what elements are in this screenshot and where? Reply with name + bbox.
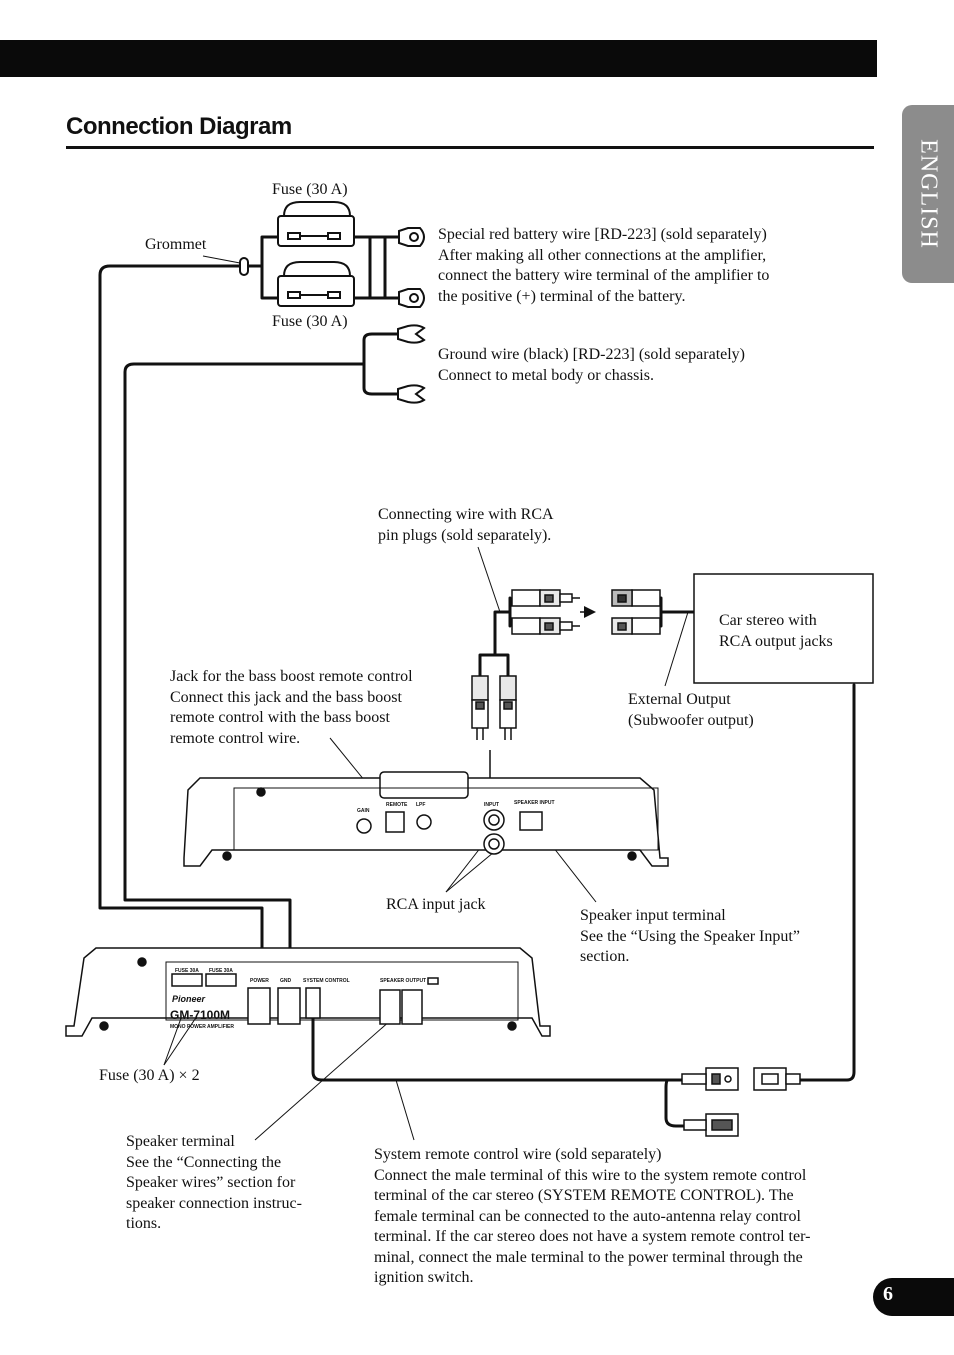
car-stereo-box xyxy=(693,573,874,684)
car-stereo-label: Car stereo with RCA output jacks xyxy=(719,612,833,650)
system-remote-wire xyxy=(311,1013,684,1082)
rca-plug-icon xyxy=(511,589,661,635)
gnd-label: GND xyxy=(280,978,292,984)
page-title: Connection Diagram xyxy=(66,113,292,140)
battery-wire-right xyxy=(350,235,372,300)
page-number-badge: 6 xyxy=(873,1278,954,1316)
amplifier-output-panel xyxy=(65,947,551,1037)
brand-logo: Pioneer xyxy=(172,994,206,1004)
title-rule xyxy=(66,146,874,149)
fuse-30a-label: FUSE 30A xyxy=(209,968,233,974)
rca-wire xyxy=(478,596,512,678)
battery-wire-upper xyxy=(246,235,282,268)
spade-terminal-icon xyxy=(397,324,426,404)
battery-wire xyxy=(98,264,264,987)
ground-wire xyxy=(123,362,366,987)
remote-label: REMOTE xyxy=(386,802,408,808)
speaker-input-label: SPEAKER INPUT xyxy=(514,800,555,806)
fuse-top xyxy=(277,201,355,247)
page-number: 6 xyxy=(883,1283,893,1305)
lpf-label: LPF xyxy=(416,802,425,808)
fuse-bottom-label: Fuse (30 A) xyxy=(272,313,348,330)
gain-label: GAIN xyxy=(357,808,370,814)
power-label: POWER xyxy=(250,978,269,984)
fuse-x2-label: Fuse (30 A) × 2 xyxy=(99,1067,200,1084)
speaker-output-label: SPEAKER OUTPUT xyxy=(380,978,426,984)
rca-input-jack-label: RCA input jack xyxy=(386,896,486,913)
rca-plug-vertical-icon xyxy=(471,675,517,740)
model-label: GM-7100M xyxy=(170,1008,230,1022)
system-control-label: SYSTEM CONTROL xyxy=(303,978,350,984)
language-tab: ENGLISH xyxy=(902,105,954,283)
male-terminal-icon xyxy=(681,1067,739,1091)
amplifier-input-panel xyxy=(183,771,669,867)
bass-boost-jack-label: Jack for the bass boost remote control C… xyxy=(170,668,413,747)
speaker-input-terminal-label: Speaker input terminal See the “Using th… xyxy=(580,907,800,965)
input-label: INPUT xyxy=(484,802,499,808)
male-terminal-icon xyxy=(683,1113,739,1137)
system-remote-label: System remote control wire (sold separat… xyxy=(374,1146,811,1286)
fuse-bottom xyxy=(277,261,355,307)
fuse-top-label: Fuse (30 A) xyxy=(272,181,348,198)
grommet-icon xyxy=(239,257,249,276)
model-sub-label: MONO POWER AMPLIFIER xyxy=(170,1024,234,1030)
header-bar xyxy=(0,40,877,77)
grommet-label: Grommet xyxy=(145,236,207,253)
female-terminal-icon xyxy=(753,1067,801,1091)
ground-wire-label: Ground wire (black) [RD-223] (sold separ… xyxy=(438,346,746,384)
battery-wire-label: Special red battery wire [RD-223] (sold … xyxy=(438,226,770,305)
speaker-terminal-label: Speaker terminal See the “Connecting the… xyxy=(126,1133,302,1232)
external-output-label: External Output (Subwoofer output) xyxy=(628,691,754,729)
rca-wire-label: Connecting wire with RCA pin plugs (sold… xyxy=(378,506,554,544)
ring-terminal-icon xyxy=(398,227,425,308)
fuse-30a-label: FUSE 30A xyxy=(175,968,199,974)
